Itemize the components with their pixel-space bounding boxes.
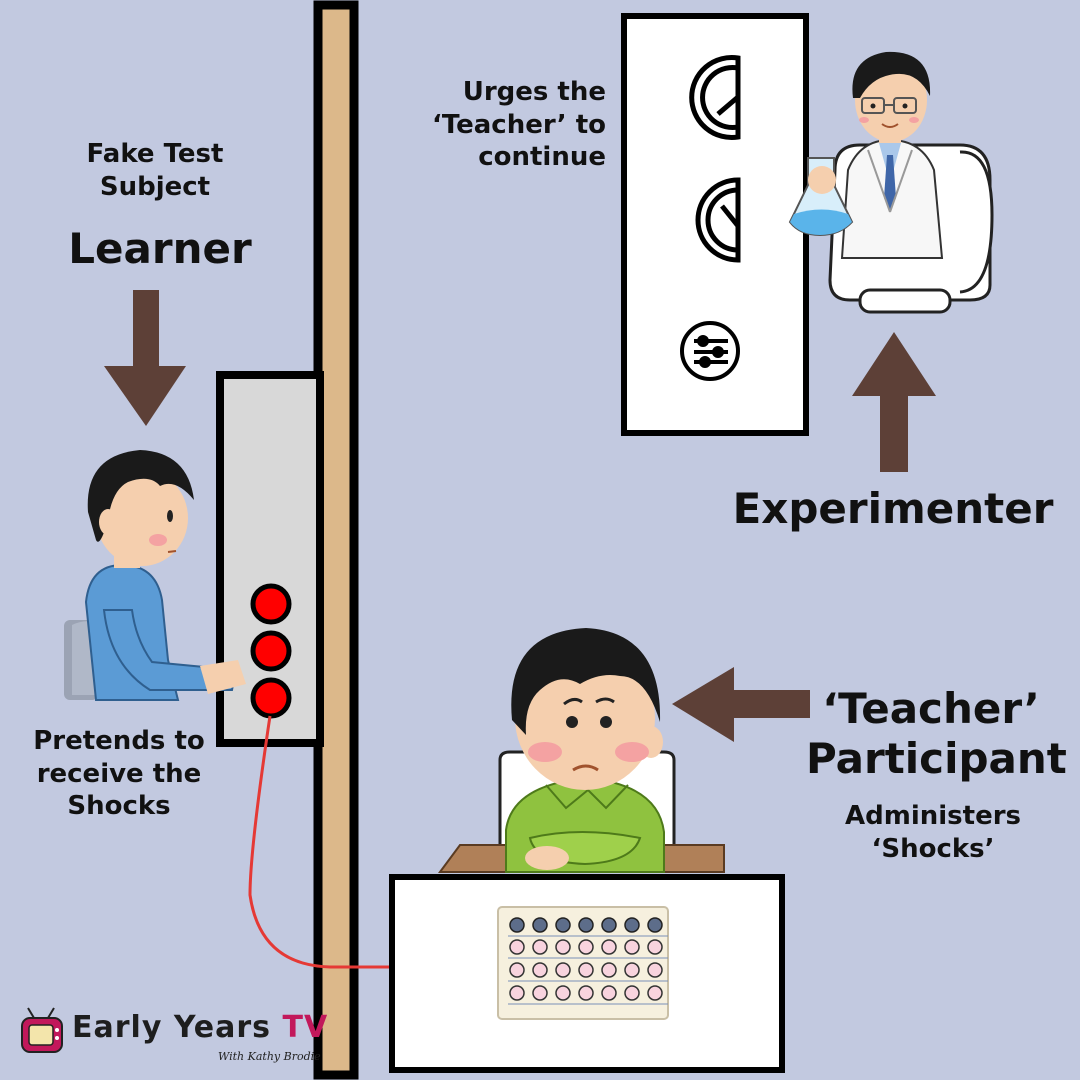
gauge-icon — [689, 55, 741, 140]
pretends-label: Pretends to receive the Shocks — [33, 726, 205, 821]
experimenter-figure — [788, 51, 994, 314]
experimenter-arrow — [852, 332, 936, 472]
shock-button — [250, 677, 292, 719]
teacher-label: ‘Teacher’ — [822, 684, 1040, 733]
fake-test-subject-label: Fake Test Subject — [86, 139, 224, 202]
wire — [248, 715, 505, 969]
logo-title-tv: TV — [282, 1010, 329, 1045]
tv-icon — [21, 1007, 63, 1053]
shock-button — [250, 630, 292, 672]
participant-label: Participant — [806, 734, 1067, 783]
learner-figure — [64, 450, 246, 701]
logo-tagline: With Kathy Brodie — [218, 1050, 321, 1063]
shock-button — [250, 583, 292, 625]
logo-title-main: Early Years — [72, 1010, 272, 1045]
teacher-arrow — [672, 667, 810, 742]
urges-label: Urges the ‘Teacher’ to continue — [431, 77, 606, 172]
shock-buttons — [250, 583, 292, 719]
teacher-figure — [438, 628, 725, 873]
learner-arrow — [104, 290, 186, 426]
sliders-icon — [680, 321, 740, 381]
learner-label: Learner — [68, 224, 252, 273]
gauge-icon — [695, 177, 741, 263]
logo-title: Early Years TV — [72, 1010, 328, 1045]
control-panel — [621, 13, 809, 436]
experimenter-label: Experimenter — [732, 484, 1054, 533]
administers-label: Administers ‘Shocks’ — [845, 801, 1021, 864]
shock-board — [497, 906, 669, 1020]
early-years-tv-logo: Early Years TV With Kathy Brodie — [22, 1010, 327, 1070]
